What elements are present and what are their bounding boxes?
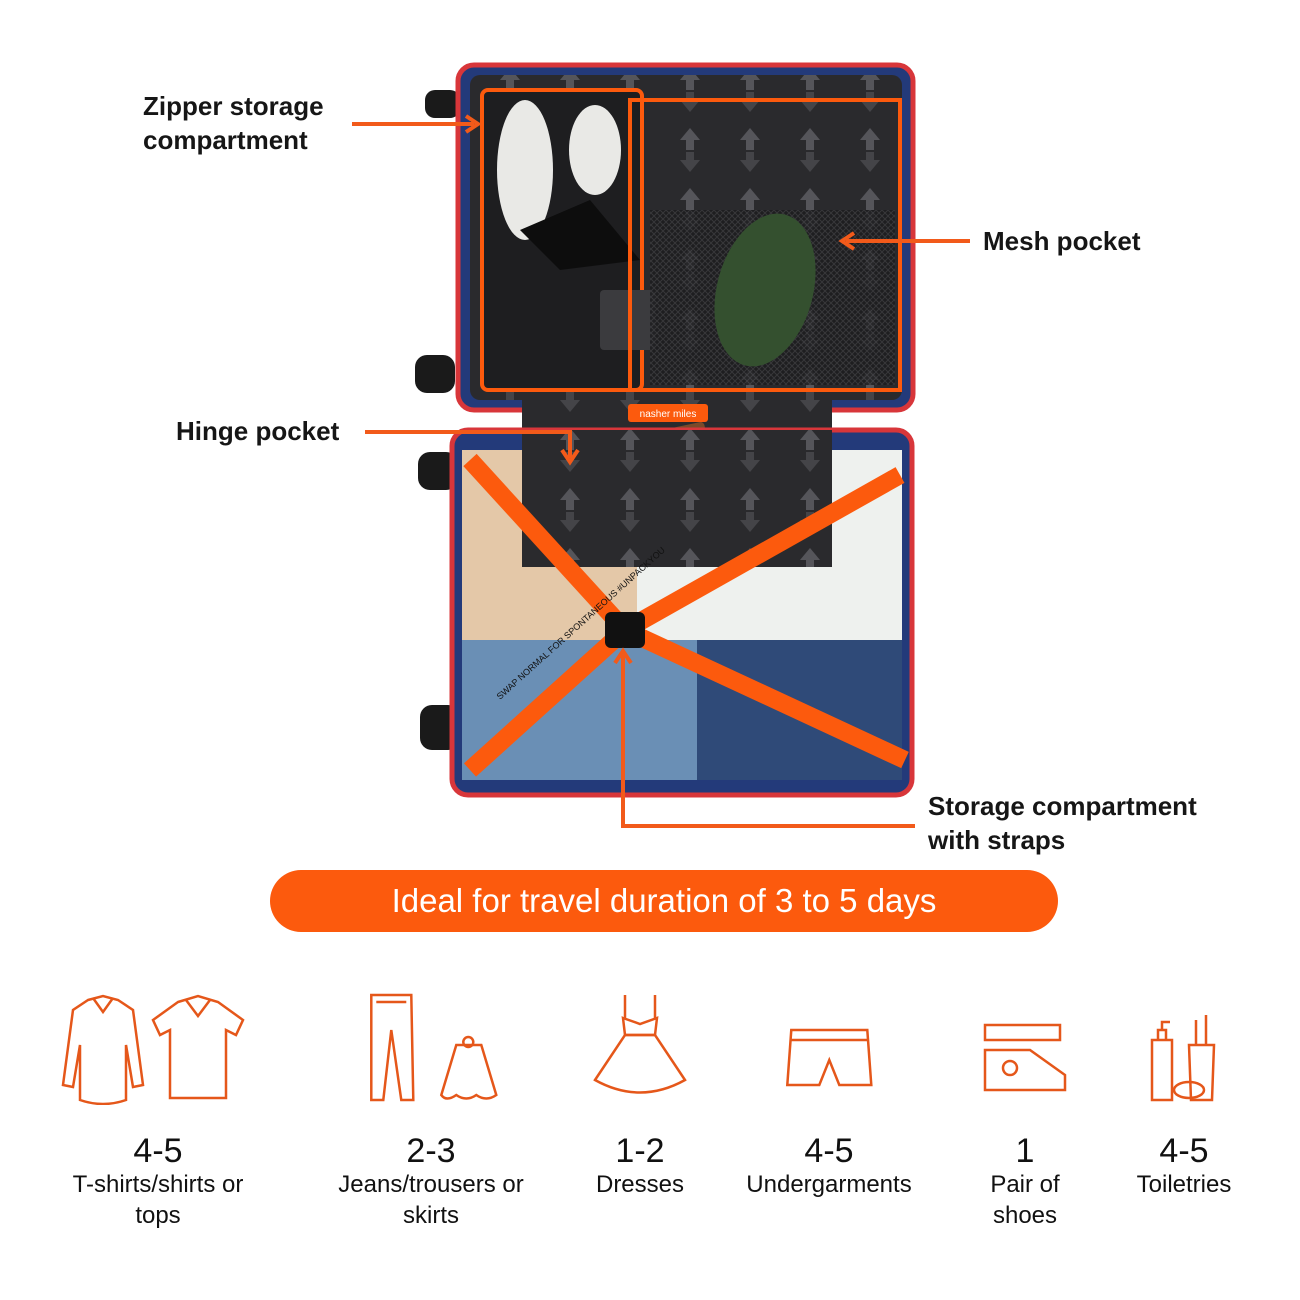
capacity-label: T-shirts/shirts or: [72, 1171, 244, 1198]
capacity-count: 4-5: [133, 1132, 183, 1170]
capacity-label: skirts: [402, 1202, 459, 1229]
strap-buckle: [605, 612, 645, 648]
callout-lines: [352, 114, 970, 828]
capacity-item: 1 Pair of shoes: [975, 990, 1075, 1231]
toiletries-icon: [1150, 1015, 1216, 1102]
trousers-skirt-icon: [369, 993, 498, 1102]
dress-icon: [593, 995, 687, 1094]
capacity-item: 4-5 T-shirts/shirts or tops: [48, 990, 268, 1231]
callout-line: with straps: [928, 825, 1066, 855]
callout-line: Storage compartment: [928, 791, 1197, 821]
sneaker-icon: [983, 1023, 1067, 1092]
callout-line: compartment: [143, 125, 308, 155]
compression-straps: [463, 453, 909, 777]
capacity-count: 1: [1015, 1132, 1035, 1170]
capacity-label: Toiletries: [1136, 1171, 1232, 1198]
capacity-label: Pair of: [990, 1171, 1060, 1198]
capacity-count: 1-2: [615, 1132, 665, 1170]
capacity-label: shoes: [992, 1202, 1058, 1229]
capacity-count: 2-3: [406, 1132, 456, 1170]
open-suitcase-photo: nasher miles SWAP NORMAL FOR SPONTANEOUS…: [352, 62, 970, 828]
capacity-item: 4-5 Toiletries: [1134, 990, 1234, 1200]
capacity-count: 4-5: [804, 1132, 854, 1170]
travel-duration-banner: Ideal for travel duration of 3 to 5 days: [270, 870, 1058, 932]
mesh-pocket: [628, 98, 902, 392]
callout-storage-straps: Storage compartment with straps: [928, 789, 1197, 857]
shorts-icon: [785, 1028, 873, 1087]
capacity-label: tops: [135, 1202, 181, 1229]
capacity-item: 1-2 Dresses: [590, 990, 690, 1200]
capacity-count: 4-5: [1159, 1132, 1209, 1170]
brand-tag: nasher miles: [640, 409, 697, 420]
capacity-item: 2-3 Jeans/trousers or skirts: [338, 990, 524, 1231]
callout-hinge-pocket: Hinge pocket: [176, 416, 340, 446]
capacity-label: Dresses: [595, 1171, 685, 1198]
capacity-item: 4-5 Undergarments: [746, 990, 912, 1200]
callout-zipper-storage: Zipper storage compartment: [143, 89, 324, 157]
callout-line: Zipper storage: [143, 91, 324, 121]
capacity-label: Jeans/trousers or: [338, 1171, 524, 1198]
capacity-label: Undergarments: [746, 1171, 912, 1198]
shirt-tshirt-icon: [61, 994, 245, 1105]
callout-mesh-pocket: Mesh pocket: [983, 226, 1141, 256]
